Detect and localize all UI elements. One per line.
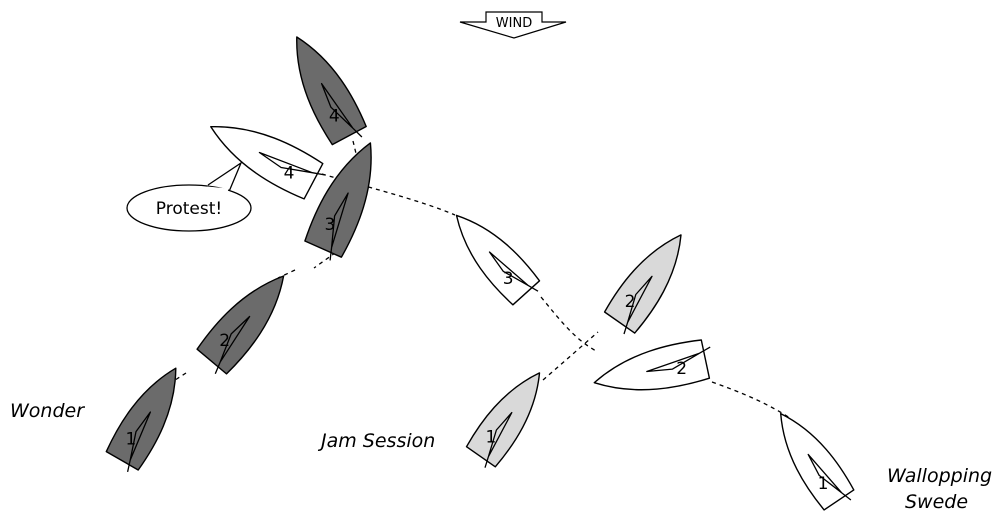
protest-bubble-tail [207, 161, 243, 195]
wonder-position-1: 1 [105, 367, 177, 473]
wallopping-swede-position-2: 2 [593, 339, 711, 391]
boat-wonder: 1 2 3 4 [105, 36, 372, 473]
jam-session-position-1: 1 [465, 372, 541, 468]
position-number: 2 [219, 331, 230, 351]
boat-name-wallopping: Wallopping [887, 465, 992, 487]
boat-jam-session: 12 [465, 234, 682, 468]
position-number: 1 [818, 474, 829, 494]
position-number: 4 [329, 107, 340, 127]
position-number: 4 [284, 164, 295, 184]
wallopping-swede-position-4: 4 [210, 125, 326, 200]
sail [623, 275, 653, 335]
position-number: 2 [676, 359, 687, 379]
boat-name-jam-session: Jam Session [317, 430, 435, 452]
sail [214, 315, 251, 375]
protest-bubble: Protest! [126, 161, 252, 232]
wonder-position-4: 4 [296, 36, 367, 146]
sail [126, 411, 152, 473]
sail [484, 411, 513, 468]
wallopping-swede-position-1: 1 [780, 412, 855, 511]
position-number: 3 [324, 215, 335, 235]
hull [465, 372, 541, 468]
wallopping-swede-position-3: 3 [455, 214, 541, 306]
sail [646, 346, 711, 373]
boat-name-wonder: Wonder [10, 400, 85, 422]
protest-bubble-outline [126, 184, 252, 232]
hull [210, 125, 324, 200]
wallopping-swede-track-segment-3 [711, 381, 791, 419]
jam-session-track [542, 331, 599, 381]
wind-arrow-shape [459, 11, 567, 39]
sail [258, 151, 326, 176]
boat-name-swede: Swede [905, 491, 968, 513]
protest-text: Protest! [156, 199, 222, 219]
position-number: 1 [485, 427, 496, 447]
wind-arrow: WIND [459, 11, 567, 39]
hull [296, 36, 367, 146]
wonder-track-segment-3 [313, 247, 343, 269]
wonder-track-segment-1 [171, 372, 187, 383]
sail [488, 251, 539, 292]
wonder-track-segment-2 [277, 269, 296, 279]
jam-session-position-2: 2 [603, 234, 682, 335]
sail [329, 192, 349, 261]
hull [593, 339, 711, 391]
wind-label: WIND [496, 16, 532, 31]
sail [807, 453, 852, 501]
hull [304, 142, 372, 258]
position-number: 1 [125, 430, 136, 450]
position-number: 3 [503, 269, 514, 289]
hull [105, 367, 177, 471]
wallopping-swede-track-segment-2 [540, 296, 599, 353]
hull [603, 234, 682, 334]
hull [780, 412, 855, 511]
wallopping-swede-track [321, 173, 791, 419]
sail [320, 82, 363, 138]
wonder-position-2: 2 [196, 275, 285, 375]
wonder-position-3: 3 [304, 142, 372, 261]
position-number: 2 [625, 292, 636, 312]
jam-session-track-segment [542, 331, 599, 381]
